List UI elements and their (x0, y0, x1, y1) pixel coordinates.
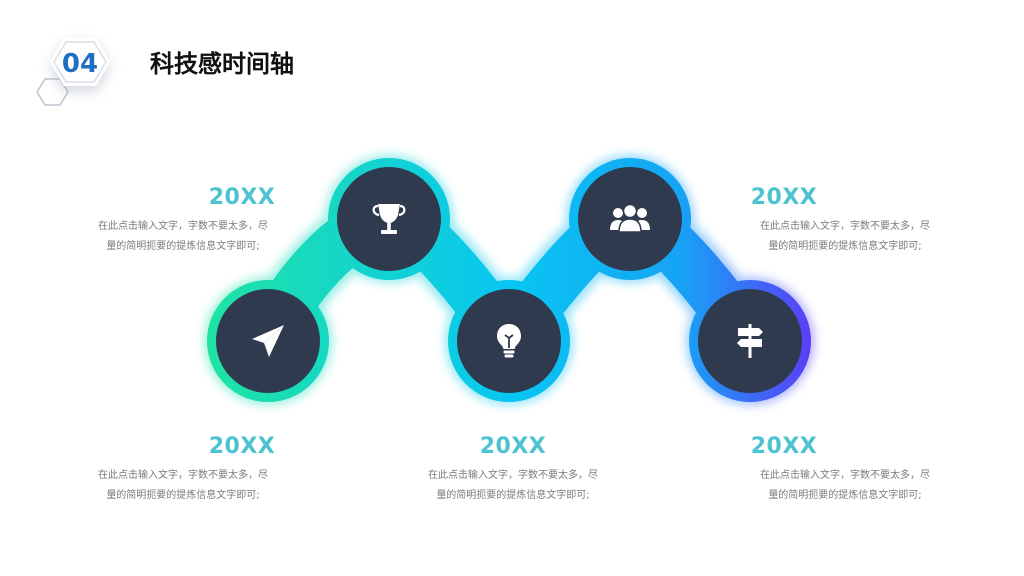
timeline-description-1: 在此点击输入文字，字数不要太多，尽 量的简明扼要的提炼信息文字即可; (78, 466, 288, 506)
description-line: 在此点击输入文字，字数不要太多，尽 (98, 221, 268, 232)
description-line: 量的简明扼要的提炼信息文字即可; (106, 241, 260, 252)
description-line: 量的简明扼要的提炼信息文字即可; (436, 490, 590, 501)
description-line: 在此点击输入文字，字数不要太多，尽 (428, 470, 598, 481)
description-line: 量的简明扼要的提炼信息文字即可; (768, 241, 922, 252)
page-title: 科技感时间轴 (150, 50, 294, 78)
lightbulb-icon (497, 324, 521, 358)
section-badge: 04 (30, 24, 130, 108)
description-line: 量的简明扼要的提炼信息文字即可; (106, 490, 260, 501)
timeline-node-1 (216, 289, 320, 393)
paper-plane-icon (252, 325, 284, 357)
description-line: 在此点击输入文字，字数不要太多，尽 (760, 221, 930, 232)
timeline-node-2 (337, 167, 441, 271)
hexagon-badge-icon (36, 38, 110, 106)
team-icon (610, 203, 650, 233)
description-line: 在此点击输入文字，字数不要太多，尽 (98, 470, 268, 481)
timeline-year-5: 20XX (750, 434, 818, 459)
timeline-description-4: 在此点击输入文字，字数不要太多，尽 量的简明扼要的提炼信息文字即可; (740, 217, 950, 257)
timeline-year-2: 20XX (208, 185, 276, 210)
timeline-node-4 (578, 167, 682, 271)
timeline-year-3: 20XX (479, 434, 547, 459)
trophy-icon (372, 204, 406, 234)
section-number: 04 (61, 49, 99, 79)
timeline-node-5 (698, 289, 802, 393)
timeline-year-1: 20XX (208, 434, 276, 459)
signpost-icon (737, 324, 763, 358)
timeline-description-5: 在此点击输入文字，字数不要太多，尽 量的简明扼要的提炼信息文字即可; (740, 466, 950, 506)
timeline-description-3: 在此点击输入文字，字数不要太多，尽 量的简明扼要的提炼信息文字即可; (408, 466, 618, 506)
description-line: 在此点击输入文字，字数不要太多，尽 (760, 470, 930, 481)
timeline-description-2: 在此点击输入文字，字数不要太多，尽 量的简明扼要的提炼信息文字即可; (78, 217, 288, 257)
timeline-year-4: 20XX (750, 185, 818, 210)
timeline-node-3 (457, 289, 561, 393)
description-line: 量的简明扼要的提炼信息文字即可; (768, 490, 922, 501)
